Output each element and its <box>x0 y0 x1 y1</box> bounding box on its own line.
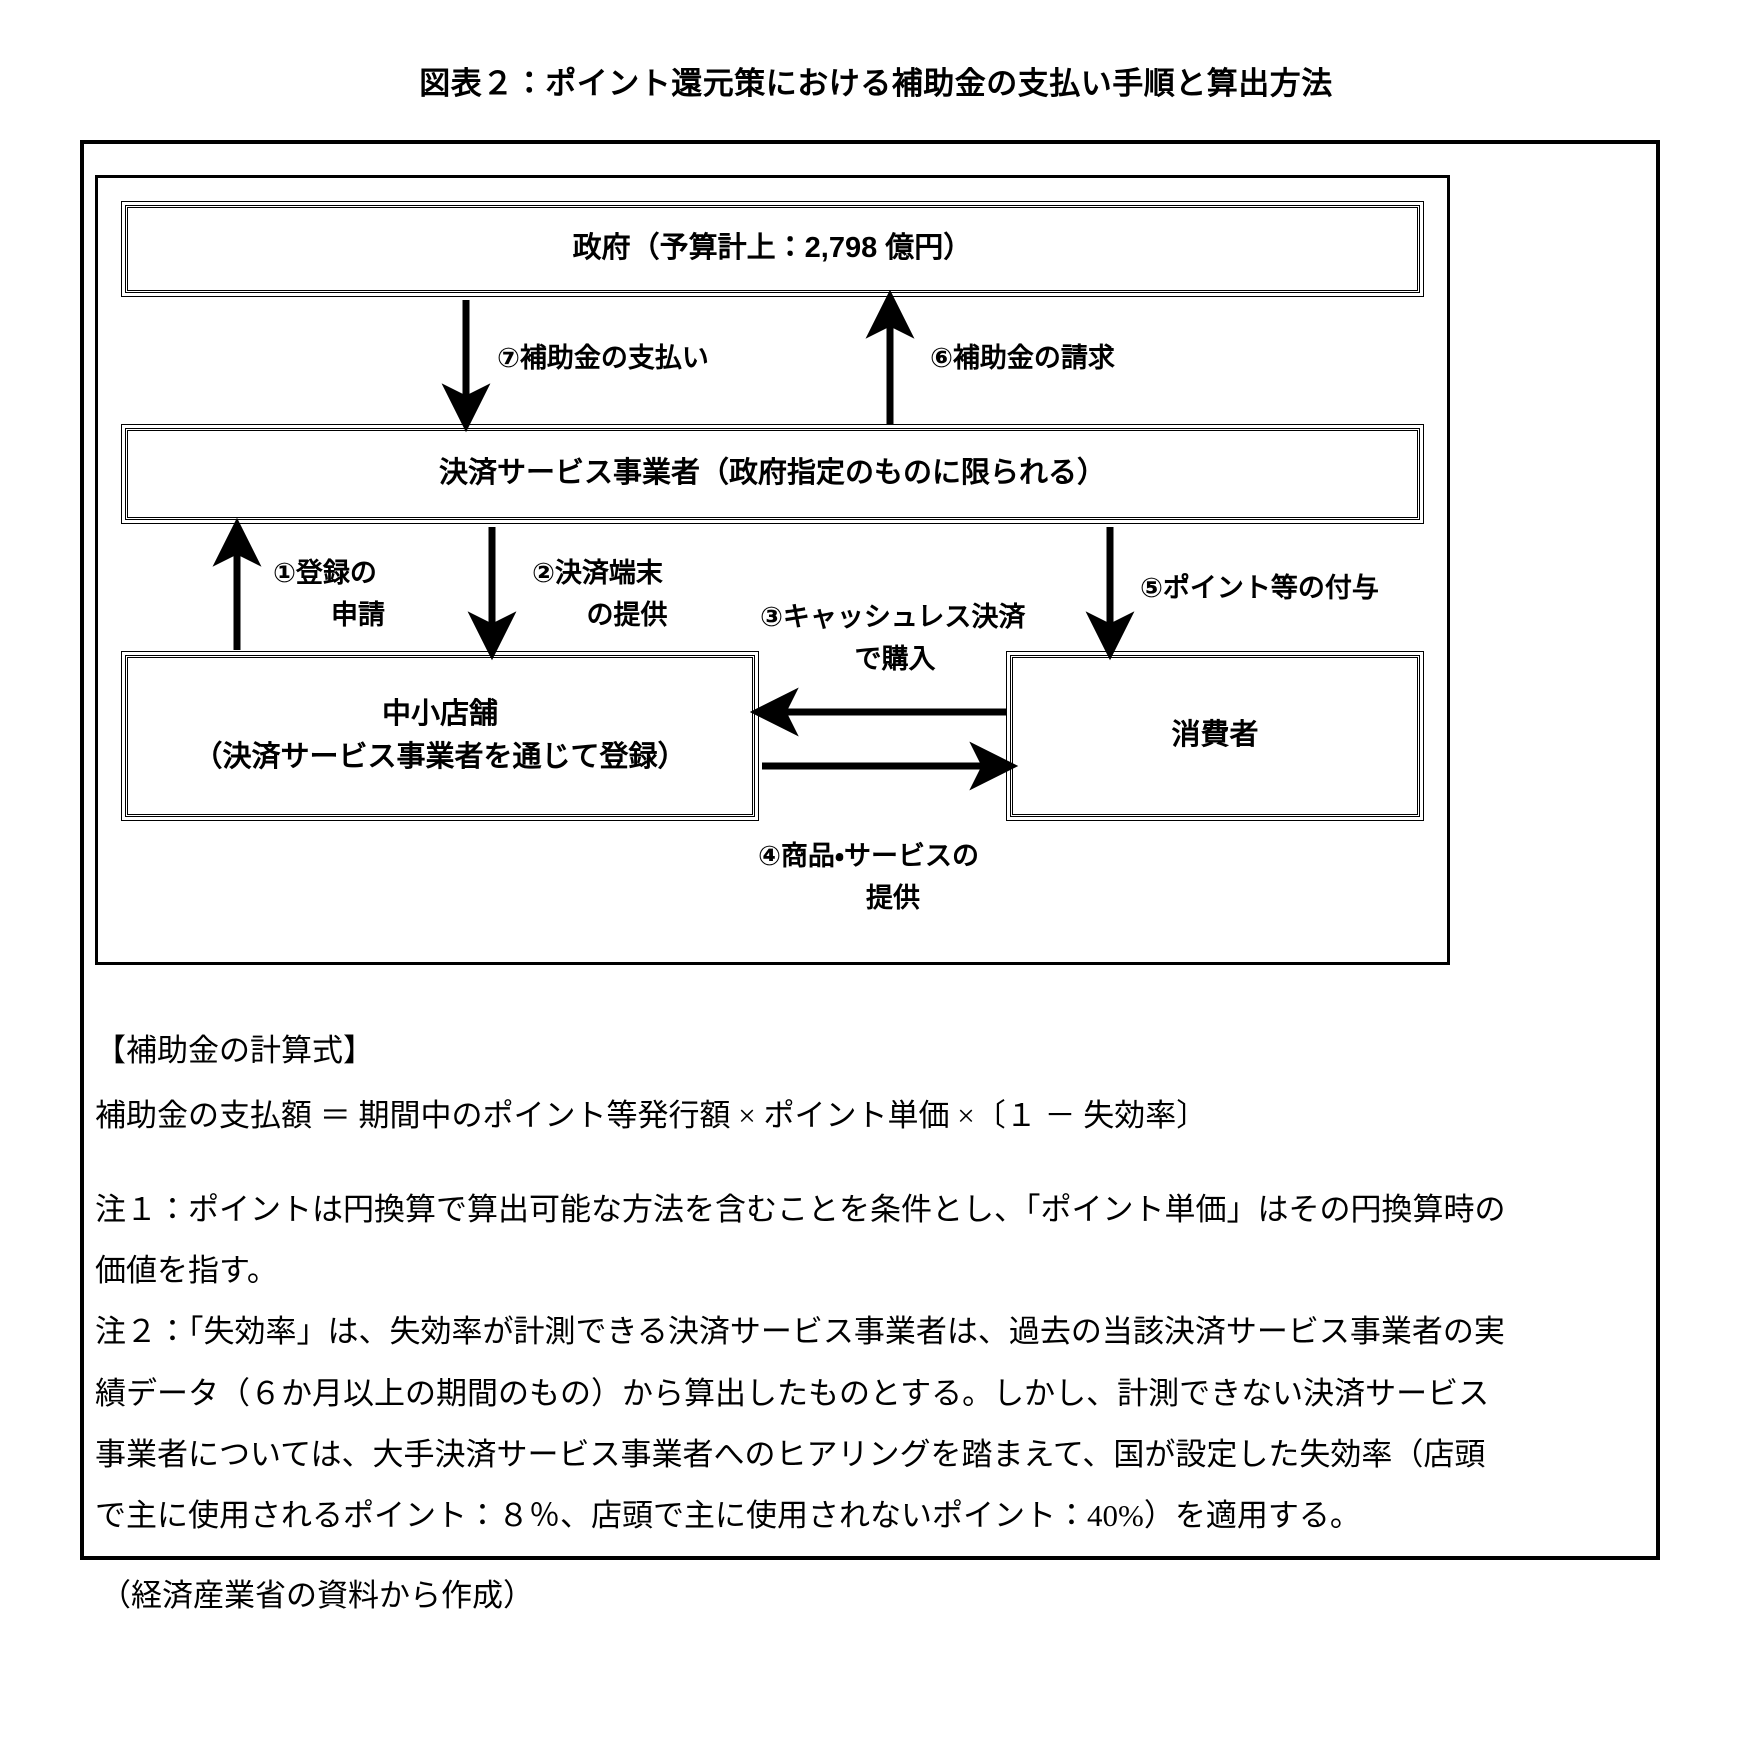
arrow-label-step2-line1: ②決済端末 <box>532 558 663 588</box>
arrow-label-step5-text: ⑤ポイント等の付与 <box>1140 573 1379 603</box>
formula-block: 【補助金の計算式】 補助金の支払額 ＝ 期間中のポイント等発行額 × ポイント単… <box>95 1022 1575 1146</box>
note1-line2: 価値を指す。 <box>95 1253 278 1289</box>
arrow-label-step7-text: ⑦補助金の支払い <box>497 343 709 373</box>
notes-block: 注１：ポイントは円換算で算出可能な方法を含むことを条件とし、「ポイント単価」はそ… <box>95 1182 1560 1545</box>
formula-heading: 【補助金の計算式】 <box>95 1033 374 1068</box>
node-small-shop-label-line1: 中小店舗 <box>381 697 498 730</box>
node-small-shop: 中小店舗 （決済サービス事業者を通じて登録） <box>121 651 759 821</box>
arrow-label-step6: ⑥補助金の請求 <box>930 338 1115 380</box>
note2-line4: で主に使用されるポイント：８％、店頭で主に使用されないポイント：40%）を適用す… <box>95 1497 1361 1533</box>
node-consumer: 消費者 <box>1006 651 1424 821</box>
note2-line1: 注２：「失効率」は、失効率が計測できる決済サービス事業者は、過去の当該決済サービ… <box>95 1314 1505 1350</box>
note1-line1: 注１：ポイントは円換算で算出可能な方法を含むことを条件とし、「ポイント単価」はそ… <box>95 1192 1506 1227</box>
arrow-label-step1-line2: 申請 <box>331 599 385 630</box>
node-government: 政府（予算計上：2,798 億円） <box>121 201 1424 297</box>
arrow-label-step3-line2: で購入 <box>854 643 936 674</box>
arrow-label-step5: ⑤ポイント等の付与 <box>1140 568 1379 610</box>
arrow-label-step1-line1: ①登録の <box>273 558 377 588</box>
flowchart-frame <box>95 175 1450 965</box>
arrow-label-step4-line1: ④商品・サービスの <box>758 841 980 871</box>
arrow-label-step6-text: ⑥補助金の請求 <box>930 343 1115 373</box>
arrow-label-step2-line2: の提供 <box>586 599 668 630</box>
note2-line2: 績データ（６か月以上の期間のもの）から算出したものとする。しかし、計測できない決… <box>95 1375 1490 1411</box>
arrow-label-step4-line2: 提供 <box>866 882 920 913</box>
arrow-label-step3: ③キャッシュレス決済 で購入 <box>760 597 1030 681</box>
arrow-label-step2: ②決済端末 の提供 <box>532 553 722 637</box>
node-payment-provider: 決済サービス事業者（政府指定のものに限られる） <box>121 424 1424 524</box>
source-note: （経済産業省の資料から作成） <box>100 1578 534 1613</box>
node-government-label: 政府（予算計上：2,798 億円） <box>572 232 973 265</box>
formula-expression: 補助金の支払額 ＝ 期間中のポイント等発行額 × ポイント単価 ×〔１ － 失効… <box>95 1097 1208 1133</box>
node-consumer-label: 消費者 <box>1171 719 1259 752</box>
page-title: 図表２：ポイント還元策における補助金の支払い手順と算出方法 <box>419 66 1333 101</box>
arrow-label-step1: ①登録の 申請 <box>273 553 443 637</box>
arrow-label-step3-line1: ③キャッシュレス決済 <box>760 602 1026 632</box>
arrow-label-step4: ④商品・サービスの 提供 <box>758 836 1028 920</box>
node-payment-provider-label: 決済サービス事業者（政府指定のものに限られる） <box>438 457 1106 490</box>
arrow-label-step7: ⑦補助金の支払い <box>497 338 709 380</box>
note2-line3: 事業者については、大手決済サービス事業者へのヒアリングを踏まえて、国が設定した失… <box>95 1436 1486 1472</box>
node-small-shop-label-line2: （決済サービス事業者を通じて登録） <box>193 741 687 773</box>
